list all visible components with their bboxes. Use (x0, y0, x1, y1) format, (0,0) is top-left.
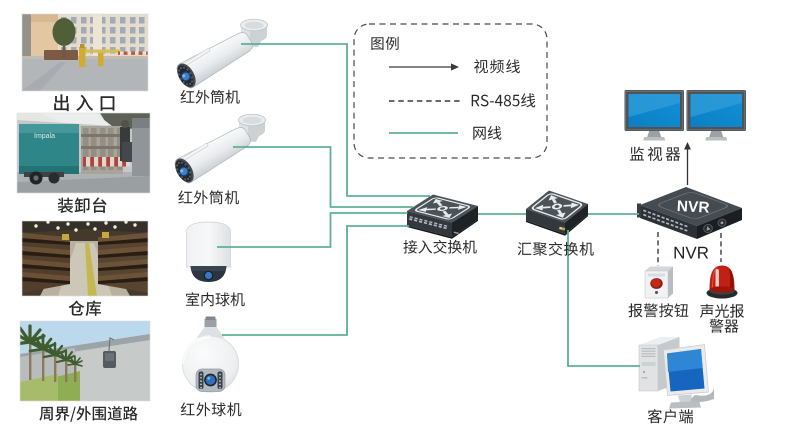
svg-text:Impala: Impala (34, 133, 55, 140)
